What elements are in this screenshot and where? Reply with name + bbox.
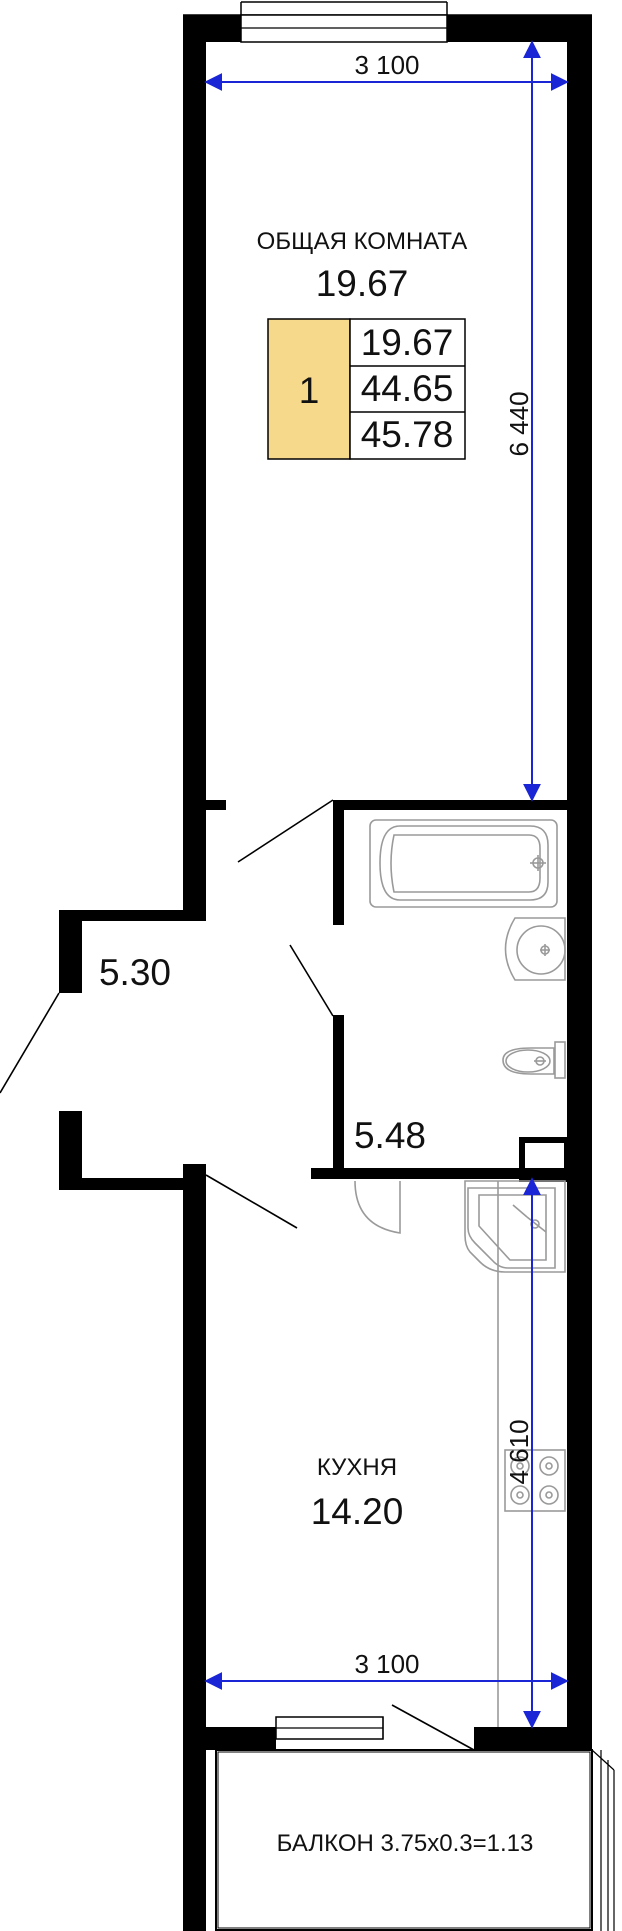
room-labels: ОБЩАЯ КОМНАТА 19.67 5.30 5.48 КУХНЯ 14.2… — [99, 228, 533, 1857]
dim-bottom-width: 3 100 — [354, 1649, 419, 1679]
balcony-inner — [217, 1751, 591, 1929]
doors — [0, 799, 475, 1751]
summary-badge: 1 19.67 44.65 45.78 — [267, 318, 466, 460]
walls — [59, 1, 615, 1931]
fixtures — [354, 819, 566, 1727]
dim-living-length: 6 440 — [504, 391, 534, 456]
balcony-frame — [215, 1749, 593, 1931]
wall-stub-living-left — [206, 800, 226, 810]
dimension-labels: 3 100 6 440 4 610 3 100 — [354, 50, 534, 1679]
wall-bath-top — [333, 800, 567, 810]
kitchen-name: КУХНЯ — [317, 1454, 397, 1481]
washbasin-icon — [504, 917, 566, 981]
door-balcony — [391, 1704, 475, 1751]
dim-kitchen-length: 4 610 — [504, 1419, 534, 1484]
balcony-label: БАЛКОН 3.75х0.3=1.13 — [277, 1830, 534, 1857]
wall-bath-left-upper — [333, 800, 344, 925]
summary-total-with-balcony: 45.78 — [361, 414, 454, 455]
door-entry — [0, 992, 60, 1094]
sink-icon — [467, 1187, 556, 1269]
wall-bath-bottom — [311, 1168, 567, 1179]
wall-bottom-right — [474, 1727, 592, 1750]
wall-left-lower — [183, 1164, 206, 1931]
door-living — [237, 799, 334, 863]
wall-shaft — [519, 1137, 570, 1182]
hall-area: 5.30 — [99, 952, 171, 993]
dimension-lines — [204, 40, 569, 1729]
summary-living-area: 19.67 — [361, 322, 454, 363]
door-kitchen — [205, 1174, 298, 1229]
wall-right — [567, 15, 592, 1750]
wall-top-left — [183, 15, 241, 42]
living-room-name: ОБЩАЯ КОМНАТА — [257, 228, 468, 255]
kitchen-counter — [354, 1180, 566, 1727]
bathtub-icon — [369, 819, 558, 908]
wall-entry-joint-bottom — [183, 1178, 206, 1198]
wall-bottom-left — [183, 1727, 276, 1750]
door-bathroom — [289, 944, 334, 1017]
bathroom-area: 5.48 — [354, 1115, 426, 1156]
dim-top-width: 3 100 — [354, 50, 419, 80]
rooms-count: 1 — [299, 370, 320, 411]
wall-entry-left-lower — [59, 1111, 82, 1190]
wall-entry-top — [59, 910, 206, 921]
wall-entry-bottom — [59, 1178, 206, 1190]
living-room-area: 19.67 — [316, 263, 409, 304]
toilet-icon — [502, 1041, 566, 1079]
kitchen-area: 14.20 — [311, 1491, 404, 1532]
wall-bath-left-lower — [333, 1015, 344, 1179]
wall-top-right — [447, 15, 592, 42]
wall-left-upper — [183, 15, 206, 803]
summary-total-area: 44.65 — [361, 368, 454, 409]
wall-entry-joint-top — [183, 800, 206, 921]
wall-entry-left-upper — [59, 910, 82, 993]
